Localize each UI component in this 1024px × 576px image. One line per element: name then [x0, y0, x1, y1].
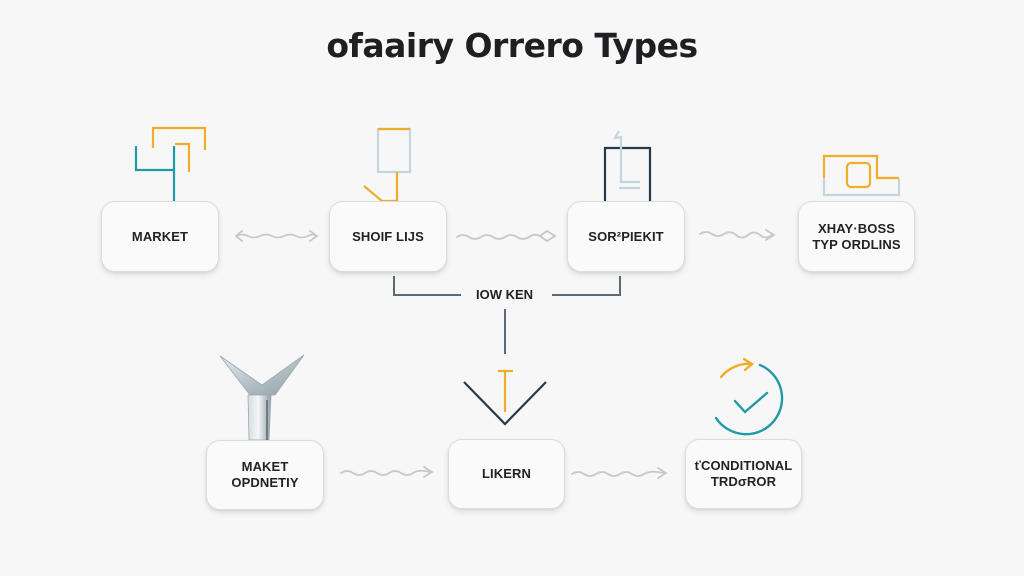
connector-sorspiekit-junction — [552, 276, 621, 296]
node-label-line-1: XHAY·BOSS — [818, 220, 895, 236]
node-label-line-2: TRDσROR — [710, 474, 777, 489]
connector-maket-likern — [340, 466, 434, 478]
down-chevron-marker-icon — [463, 369, 547, 426]
node-conditional-trdoror[interactable]: ťCONDITIONAL TRDσROR — [685, 439, 802, 509]
diagram-title: ofaairy Orrero Types — [326, 26, 698, 65]
refresh-check-icon — [714, 357, 784, 436]
signpost-card-icon — [363, 127, 412, 203]
node-market[interactable]: MARKET — [101, 201, 219, 272]
folder-square-icon — [822, 154, 901, 197]
node-label-line-2: OPDNETIY — [231, 475, 299, 490]
connector-sorspiekit-xhay — [699, 229, 776, 241]
node-label-line-2: TYP ORDLINS — [812, 236, 901, 252]
node-label: SOR²PIEKIT — [588, 228, 664, 244]
door-frame-icon — [603, 130, 652, 201]
node-shoif-lijs[interactable]: SHOIF LIJS — [329, 201, 447, 272]
connector-shoif-junction — [393, 276, 461, 296]
node-label: MARKET — [131, 228, 189, 244]
funnel-y-icon — [219, 354, 305, 441]
node-likern[interactable]: LIKERN — [448, 439, 565, 509]
connector-likern-conditional — [571, 467, 668, 479]
node-label: LIKERN — [482, 466, 531, 481]
node-label-line-1: ťCONDITIONAL — [694, 458, 793, 473]
node-label-line-1: MAKET — [241, 459, 289, 474]
connector-market-shoif — [235, 230, 319, 242]
node-xhay-boss[interactable]: XHAY·BOSS TYP ORDLINS — [798, 201, 915, 272]
node-label: SHOIF LIJS — [352, 228, 424, 244]
node-sorspiekit[interactable]: SOR²PIEKIT — [567, 201, 685, 272]
connector-shoif-sorspiekit — [456, 229, 557, 243]
node-maket-opdnetiy[interactable]: MAKET OPDNETIY — [206, 440, 324, 510]
branch-bracket-icon — [134, 126, 207, 202]
junction-label: IOW KEN — [476, 287, 534, 302]
